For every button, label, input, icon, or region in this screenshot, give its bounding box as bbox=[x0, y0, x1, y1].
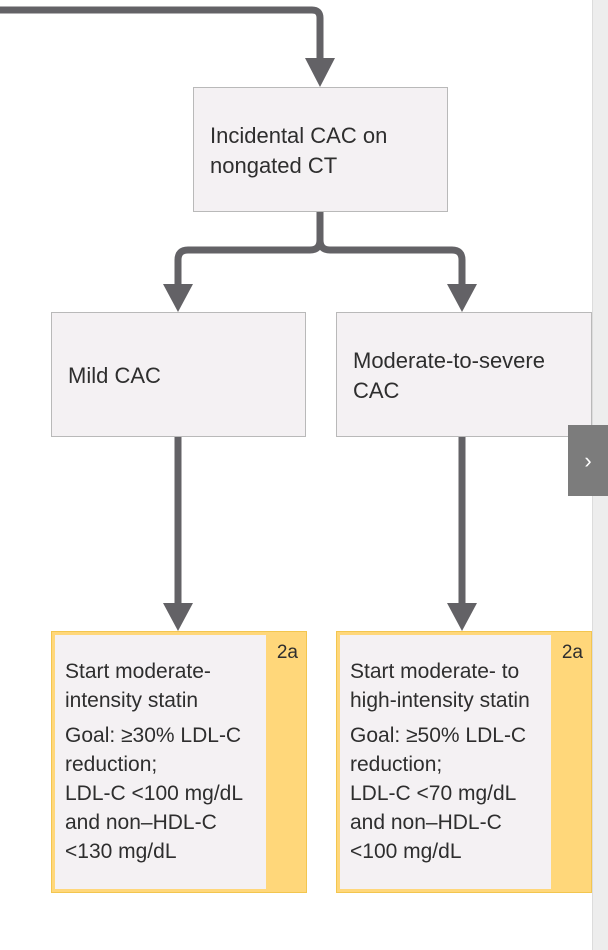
recommendation-severe-text: Start moderate- to high-intensity statin… bbox=[350, 657, 547, 866]
rec-severe-goal-2: reduction; bbox=[350, 753, 443, 776]
recommendation-severe: Start moderate- to high-intensity statin… bbox=[336, 631, 592, 893]
rec-severe-goal-4: and non–HDL-C bbox=[350, 811, 502, 834]
split-connector-left bbox=[174, 212, 324, 284]
node-incidental-cac: Incidental CAC on nongated CT bbox=[193, 87, 448, 212]
rec-severe-line-1: Start moderate- to bbox=[350, 660, 520, 683]
class-of-recommendation-severe: 2a bbox=[561, 642, 583, 663]
rec-mild-line-2: intensity statin bbox=[65, 689, 199, 712]
rec-mild-goal-5: <130 mg/dL bbox=[65, 840, 177, 863]
rec-mild-goal-4: and non–HDL-C bbox=[65, 811, 217, 834]
rec-severe-goal-5: <100 mg/dL bbox=[350, 840, 462, 863]
rec-mild-line-1: Start moderate- bbox=[65, 660, 211, 683]
arrowhead-mild-rec bbox=[163, 603, 193, 631]
arrowhead-severe bbox=[447, 284, 477, 312]
node-severe-line-2: CAC bbox=[353, 378, 400, 403]
incoming-connector bbox=[0, 6, 324, 58]
node-moderate-severe-cac: Moderate-to-severe CAC bbox=[336, 312, 592, 437]
rec-severe-line-2: high-intensity statin bbox=[350, 689, 530, 712]
rec-mild-goal-3: LDL-C <100 mg/dL bbox=[65, 782, 244, 805]
rec-mild-goal-2: reduction; bbox=[65, 753, 158, 776]
split-connector-right bbox=[316, 239, 466, 284]
node-severe-line-1: Moderate-to-severe bbox=[353, 348, 545, 373]
node-incidental-cac-line-2: nongated CT bbox=[210, 153, 338, 178]
node-mild-cac: Mild CAC bbox=[51, 312, 306, 437]
chevron-right-icon: › bbox=[584, 447, 592, 473]
node-incidental-cac-line-1: Incidental CAC on bbox=[210, 123, 388, 148]
recommendation-severe-body: Start moderate- to high-intensity statin… bbox=[340, 635, 551, 889]
rec-severe-goal-1: Goal: ≥50% LDL-C bbox=[350, 724, 527, 747]
class-of-recommendation-mild: 2a bbox=[276, 642, 298, 663]
recommendation-mild: Start moderate- intensity statin Goal: ≥… bbox=[51, 631, 307, 893]
node-mild-cac-label: Mild CAC bbox=[68, 363, 161, 388]
rec-mild-goal-1: Goal: ≥30% LDL-C bbox=[65, 724, 242, 747]
recommendation-mild-text: Start moderate- intensity statin Goal: ≥… bbox=[65, 657, 262, 866]
next-slide-button[interactable]: › bbox=[568, 425, 608, 496]
arrowhead-start bbox=[305, 58, 335, 87]
rec-severe-goal-3: LDL-C <70 mg/dL bbox=[350, 782, 517, 805]
recommendation-mild-body: Start moderate- intensity statin Goal: ≥… bbox=[55, 635, 266, 889]
arrowhead-severe-rec bbox=[447, 603, 477, 631]
arrowhead-mild bbox=[163, 284, 193, 312]
